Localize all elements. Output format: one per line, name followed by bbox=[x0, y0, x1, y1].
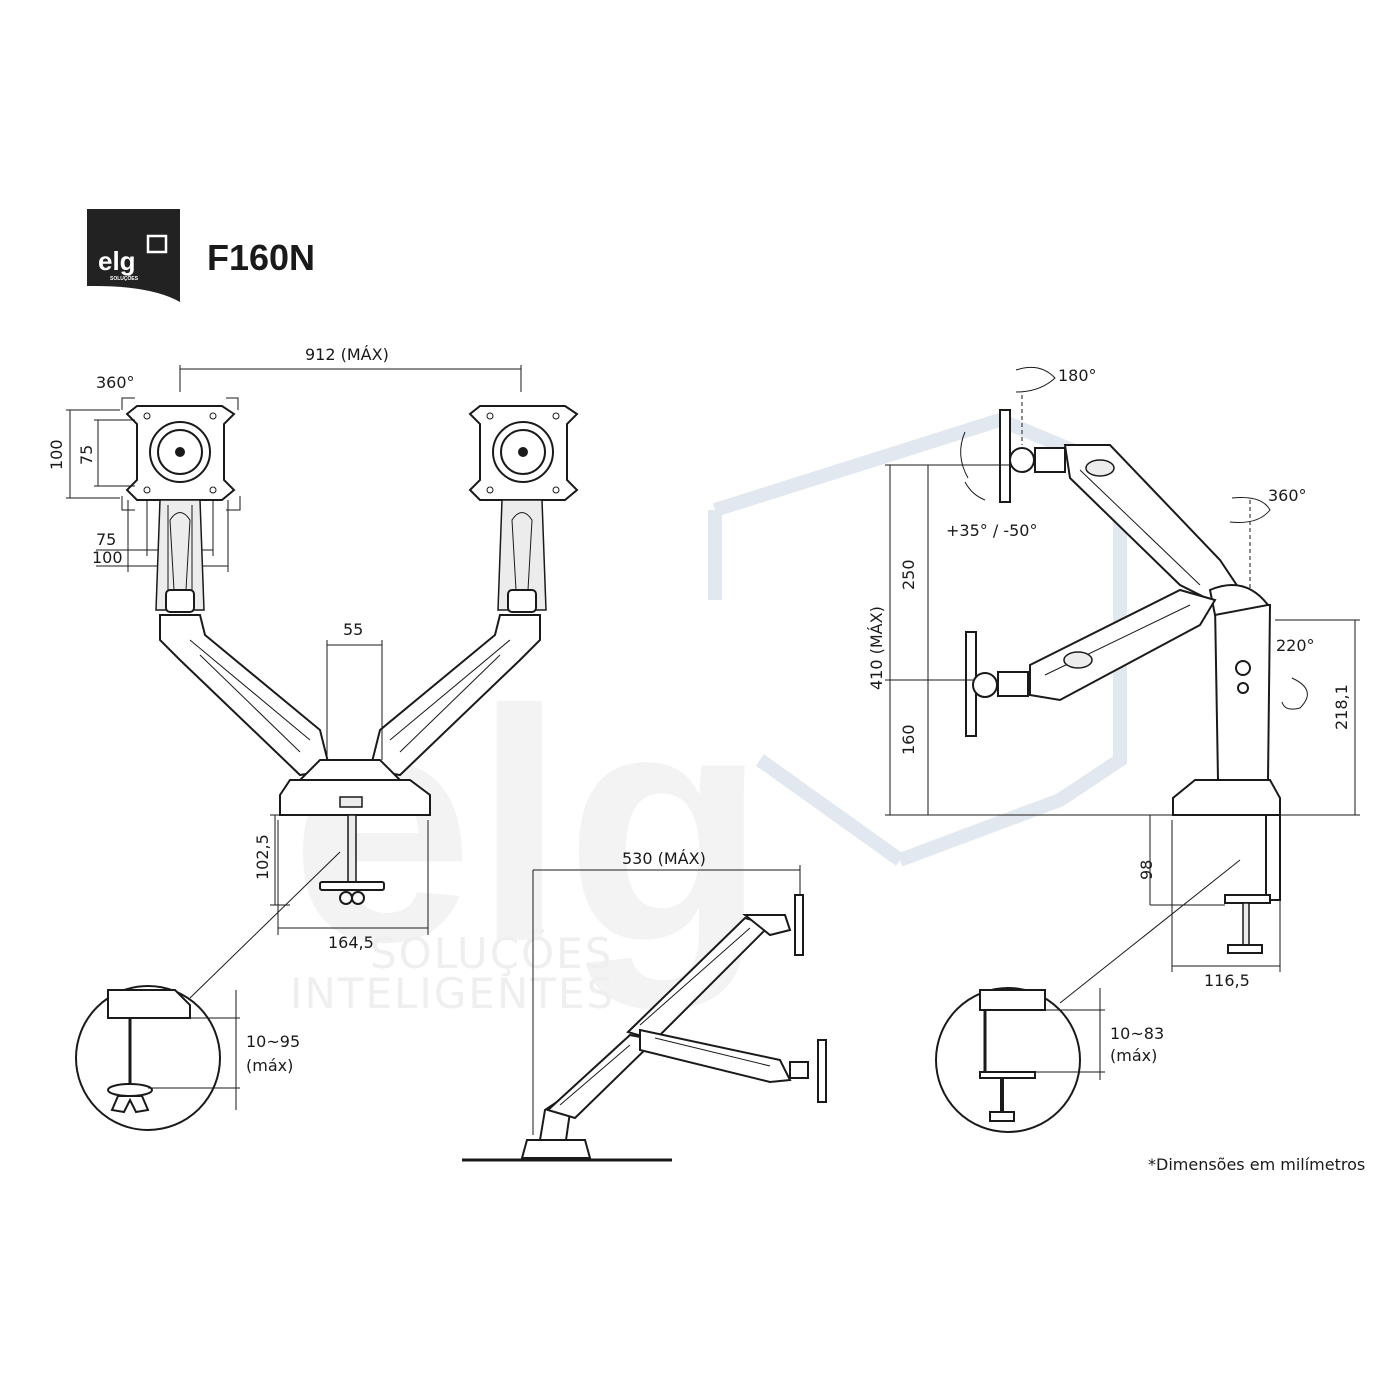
watermark: elg SOLUÇÕES INTELIGENTES bbox=[290, 412, 1127, 1018]
vesa-plate-left bbox=[121, 397, 241, 511]
vesa-plate-right bbox=[468, 405, 579, 501]
logo-sub: SOLUÇÕES bbox=[110, 275, 139, 282]
front-view: 912 (MÁX) 360° 100 75 75 100 bbox=[47, 345, 579, 999]
watermark-line1: SOLUÇÕES bbox=[370, 928, 613, 978]
logo-text: elg bbox=[98, 246, 136, 276]
watermark-line2: INTELIGENTES bbox=[290, 969, 615, 1018]
clamp-right-range: 10~83 bbox=[1110, 1024, 1164, 1043]
pole-width-label: 55 bbox=[343, 620, 363, 639]
vesa-h-outer-label: 100 bbox=[47, 439, 66, 470]
base-depth-label: 164,5 bbox=[328, 933, 374, 952]
clamp-left-note: (máx) bbox=[246, 1056, 293, 1075]
side-view: 530 (MÁX) bbox=[462, 849, 827, 1162]
right-view: 180° +35° / -50° 360° 220° bbox=[867, 366, 1360, 1004]
clamp-right-note: (máx) bbox=[1110, 1046, 1157, 1065]
upper-height-label: 250 bbox=[899, 559, 918, 590]
brand-logo: elg SOLUÇÕES bbox=[87, 209, 180, 302]
reach-max-label: 530 (MÁX) bbox=[622, 849, 706, 868]
clamp-width-label: 116,5 bbox=[1204, 971, 1250, 990]
clamp-detail-right: 10~83 (máx) bbox=[935, 987, 1164, 1133]
width-max-label: 912 (MÁX) bbox=[305, 345, 389, 364]
swivel-label: 180° bbox=[1058, 366, 1097, 385]
rotation-360-label: 360° bbox=[96, 373, 135, 392]
base-height-label: 102,5 bbox=[253, 834, 272, 880]
watermark-logo: elg bbox=[290, 641, 767, 1012]
tilt-label: +35° / -50° bbox=[946, 521, 1037, 540]
clamp-depth-label: 98 bbox=[1137, 860, 1156, 880]
pole-height-label: 218,1 bbox=[1332, 684, 1351, 730]
clamp-left-range: 10~95 bbox=[246, 1032, 300, 1051]
product-title: F160N bbox=[207, 237, 315, 278]
vesa-h-inner-label: 75 bbox=[77, 445, 96, 465]
pole-rotate-label: 220° bbox=[1276, 636, 1315, 655]
height-max-label: 410 (MÁX) bbox=[867, 606, 886, 690]
rotate-label: 360° bbox=[1268, 486, 1307, 505]
lower-height-label: 160 bbox=[899, 724, 918, 755]
vesa-w-outer-label: 100 bbox=[92, 548, 123, 567]
clamp-detail-left: 10~95 (máx) bbox=[75, 985, 300, 1131]
footnote: *Dimensões em milímetros bbox=[1148, 1155, 1365, 1174]
vesa-w-inner-label: 75 bbox=[96, 530, 116, 549]
